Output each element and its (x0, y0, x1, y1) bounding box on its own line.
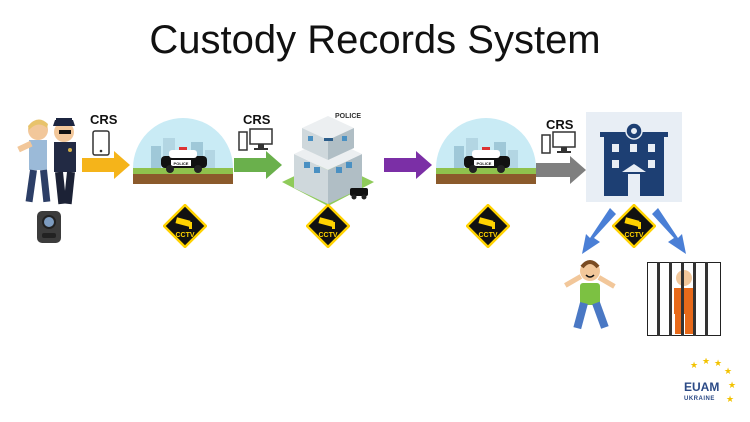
crs-label-1: CRS (90, 112, 118, 127)
branch-arrow-released (582, 208, 616, 254)
cctv-sign-4: CCTV (612, 204, 656, 248)
computer-icon-1 (238, 128, 273, 151)
cctv-text-3: CCTV (478, 232, 497, 239)
cctv-sign-2: CCTV (306, 204, 350, 248)
flow-arrow-green (234, 151, 282, 179)
svg-text:★: ★ (724, 366, 732, 376)
cctv-sign-3: CCTV (466, 204, 510, 248)
tablet-icon (92, 130, 110, 156)
computer-icon-2 (541, 131, 576, 154)
branch-arrow-prison (652, 208, 686, 254)
released-person-icon (564, 260, 616, 330)
police-car-text-2: POLICE (477, 161, 492, 166)
police-car-scene-2: POLICE (436, 118, 536, 184)
police-car-text-1: POLICE (174, 161, 189, 166)
svg-text:★: ★ (690, 360, 698, 370)
government-building-icon (586, 112, 682, 202)
flow-arrow-purple (384, 151, 432, 179)
crs-label-2: CRS (243, 112, 271, 127)
police-sign-label: POLICE (335, 113, 362, 120)
police-station-icon (282, 116, 374, 206)
svg-text:★: ★ (726, 394, 734, 404)
cctv-sign-1: CCTV (163, 204, 207, 248)
crs-label-3: CRS (546, 117, 574, 132)
prisoner-behind-bars-icon (647, 262, 721, 336)
diagram-title: Custody Records System (149, 18, 601, 62)
flow-arrow-orange (82, 151, 130, 179)
svg-text:★: ★ (714, 358, 722, 368)
cctv-text-1: CCTV (175, 232, 194, 239)
euam-logo-subtext: UKRAINE (684, 396, 715, 402)
svg-text:★: ★ (728, 380, 736, 390)
cctv-text-4: CCTV (624, 232, 643, 239)
cctv-text-2: CCTV (318, 232, 337, 239)
svg-text:★: ★ (702, 358, 710, 366)
flow-arrow-gray (536, 156, 586, 184)
euam-stars-logo: ★ ★ ★ ★ ★ ★ (690, 358, 736, 404)
body-camera-icon (37, 211, 61, 243)
police-car-scene-1: POLICE (133, 118, 233, 184)
euam-logo-text: EUAM (684, 380, 720, 394)
officers-arrest-icon (17, 118, 76, 205)
